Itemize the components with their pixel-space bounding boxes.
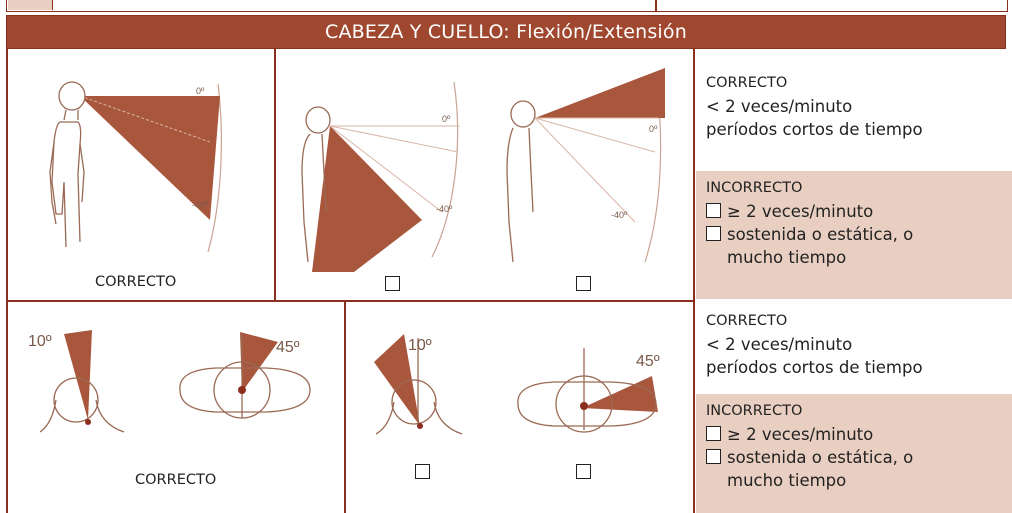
divider-row1-b: [693, 49, 695, 302]
checkbox-box[interactable]: [706, 226, 721, 241]
incorrect-option2-text-1: sostenida o estática, o mucho tiempo: [727, 223, 913, 269]
figure-incorrect-extension-up: 0º -40º: [506, 68, 665, 263]
incorrect-criteria-2: INCORRECTO ≥ 2 veces/minuto sostenida o …: [706, 400, 913, 492]
correct-heading-2: CORRECTO: [706, 313, 788, 329]
figure-incorrect-lateral-rotation: 10º 45º: [374, 334, 660, 435]
angle-45-label: 45º: [276, 339, 300, 356]
figure-correct-lateral-rotation: 10º 45º: [28, 330, 311, 433]
figure-correct-flexion: 0º -40º: [49, 81, 222, 253]
checkbox-box[interactable]: [576, 464, 591, 479]
incorrect-option1-2[interactable]: ≥ 2 veces/minuto: [706, 423, 913, 446]
incorrect-option1-text-1: ≥ 2 veces/minuto: [727, 202, 874, 221]
angle-zero-label-3: 0º: [649, 124, 658, 134]
correct-heading-1: CORRECTO: [706, 75, 788, 91]
incorrect-heading-2: INCORRECTO: [706, 403, 803, 419]
incorrect-option1-text-2: ≥ 2 veces/minuto: [727, 425, 874, 444]
angle-10-label: 10º: [28, 333, 52, 350]
incorrect-option2-text-2: sostenida o estática, o mucho tiempo: [727, 446, 913, 492]
checkbox-box[interactable]: [385, 276, 400, 291]
angle-zero-label-2: 0º: [442, 114, 451, 124]
incorrect-criteria-1: INCORRECTO ≥ 2 veces/minuto sostenida o …: [706, 177, 913, 269]
angle-minus40-label-2: -40º: [436, 204, 453, 214]
correct-line2-2: períodos cortos de tiempo: [706, 358, 923, 377]
top-row-left-cell: [6, 0, 656, 12]
incorrect-panel-1: [696, 171, 1012, 299]
checkbox-box[interactable]: [706, 426, 721, 441]
incorrect-heading-1: INCORRECTO: [706, 180, 803, 196]
incorrect-option2-line1-1: sostenida o estática, o: [727, 225, 914, 244]
checkbox-box[interactable]: [415, 464, 430, 479]
top-row-right-cell: [656, 0, 1008, 12]
angle-zero-label: 0º: [196, 86, 205, 96]
caption-correct-2: CORRECTO: [135, 472, 217, 488]
divider-row2-b: [693, 302, 695, 513]
checkbox-incorrect-2a[interactable]: [415, 462, 436, 481]
angle-minus40-label-3: -40º: [611, 210, 628, 220]
divider-row1-a: [274, 49, 276, 302]
incorrect-option2-line2-2: mucho tiempo: [727, 471, 847, 490]
correct-line2-1: períodos cortos de tiempo: [706, 120, 923, 139]
checkbox-box[interactable]: [706, 203, 721, 218]
incorrect-option2-2[interactable]: sostenida o estática, o mucho tiempo: [706, 446, 913, 492]
section-header: CABEZA Y CUELLO: Flexión/Extensión: [6, 15, 1006, 49]
row-divider: [6, 300, 694, 302]
checkbox-box[interactable]: [706, 449, 721, 464]
incorrect-panel-2: [696, 394, 1012, 513]
top-row-swatch: [8, 0, 53, 10]
checkbox-incorrect-1a[interactable]: [385, 274, 406, 293]
angle-minus40-label: -40º: [192, 200, 209, 210]
angle-45-label-2: 45º: [636, 353, 660, 370]
checkbox-incorrect-2b[interactable]: [576, 462, 597, 481]
incorrect-option2-line1-2: sostenida o estática, o: [727, 448, 914, 467]
correct-criteria-1: CORRECTO < 2 veces/minuto períodos corto…: [706, 72, 923, 141]
caption-correct-1: CORRECTO: [95, 274, 177, 290]
section-title: CABEZA Y CUELLO: Flexión/Extensión: [325, 21, 687, 43]
checkbox-incorrect-1b[interactable]: [576, 274, 597, 293]
left-border: [6, 49, 8, 513]
correct-line1-2: < 2 veces/minuto: [706, 335, 853, 354]
correct-criteria-2: CORRECTO < 2 veces/minuto períodos corto…: [706, 310, 923, 379]
correct-line1-1: < 2 veces/minuto: [706, 97, 853, 116]
incorrect-option1-1[interactable]: ≥ 2 veces/minuto: [706, 200, 913, 223]
figure-incorrect-flexion-down: 0º -40º: [301, 81, 460, 272]
divider-row2-a: [344, 302, 346, 513]
incorrect-option2-1[interactable]: sostenida o estática, o mucho tiempo: [706, 223, 913, 269]
incorrect-option2-line2-1: mucho tiempo: [727, 248, 847, 267]
checkbox-box[interactable]: [576, 276, 591, 291]
angle-10-label-2: 10º: [408, 337, 432, 354]
